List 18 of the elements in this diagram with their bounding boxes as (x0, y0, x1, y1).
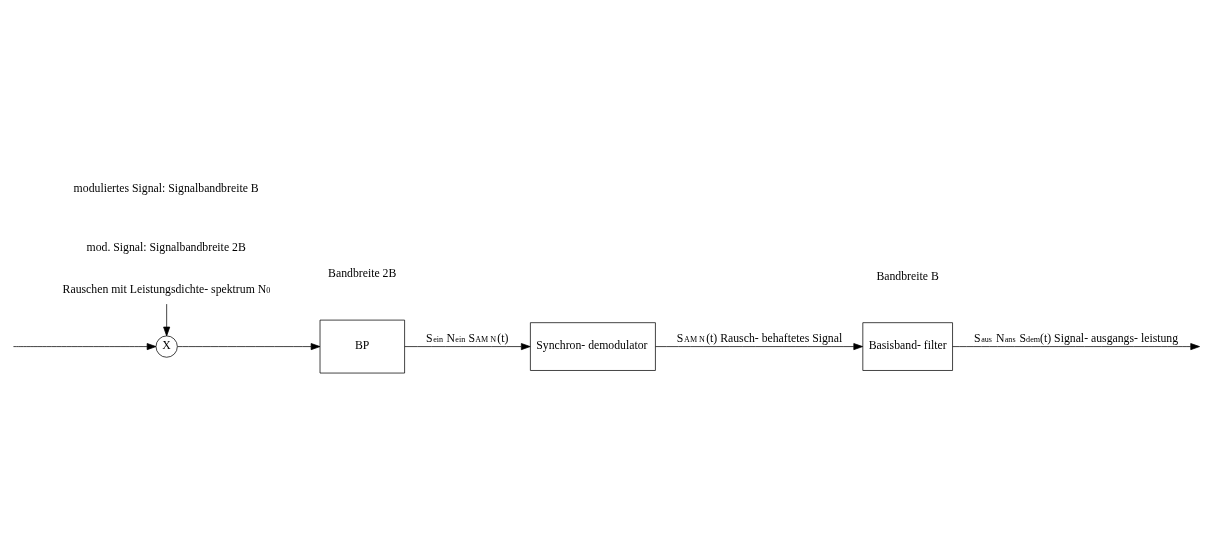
arrow (13, 342, 157, 350)
node-label: Bandbreite 2B (328, 266, 397, 280)
node-box: BP (319, 319, 405, 373)
arrow (163, 303, 171, 336)
node-circle: X (155, 335, 178, 358)
arrow (404, 342, 531, 350)
node-box: Basisband- filter (862, 321, 953, 371)
node-label: moduliertes Signal: Signalbandbreite B (73, 181, 259, 195)
arrow (655, 342, 863, 350)
node-label: mod. Signal: Signalbandbreite 2B (86, 240, 246, 254)
node-text: Rauschen mit Leistungsdichte- spektrum N0 (62, 282, 271, 296)
edge-label: SAM N(t) Rausch- behaftetes Signal (676, 331, 843, 345)
arrow (177, 342, 321, 350)
edge-label: Saus Nans Sdem(t) Signal- ausgangs- leistung (973, 331, 1179, 345)
node-label: Bandbreite B (876, 269, 939, 283)
node-box: Synchron- demodulator (530, 321, 656, 371)
arrow (952, 342, 1200, 350)
edge-label: Sein Nein SAM N(t) (425, 331, 509, 345)
